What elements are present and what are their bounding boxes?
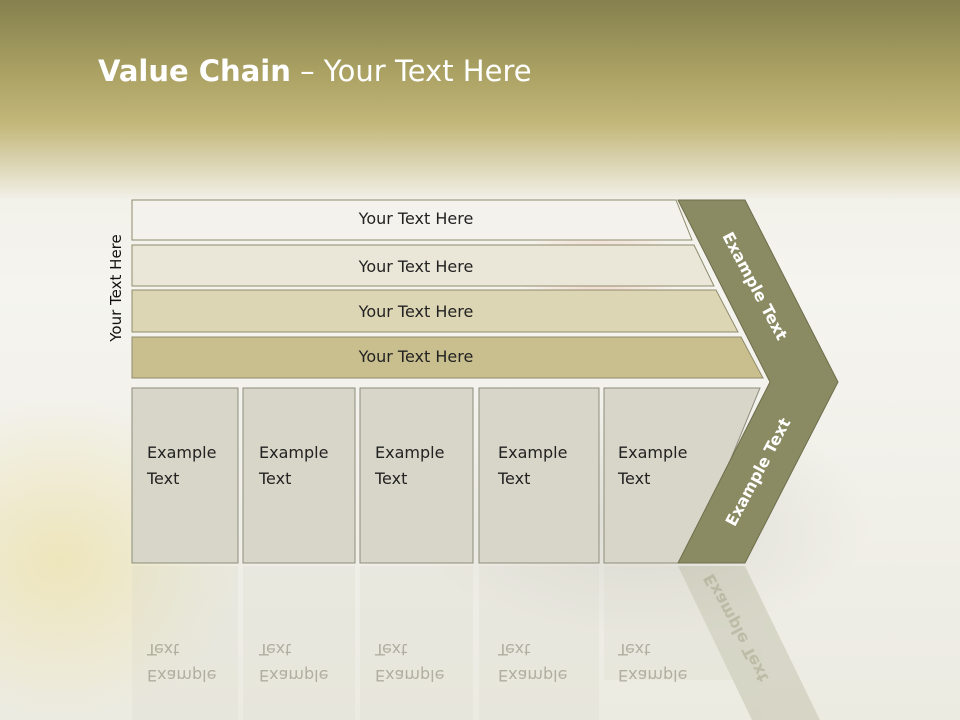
reflection-box-5: [604, 566, 736, 680]
primary-box-1[interactable]: [131, 387, 239, 564]
reflection-text-5: Example Text: [618, 636, 687, 688]
reflection-chevron: [678, 566, 820, 720]
title-bold: Value Chain: [98, 54, 291, 88]
support-row-1-label: Your Text Here: [358, 209, 474, 228]
box-1-line2: Text: [147, 469, 180, 488]
primary-box-2[interactable]: [242, 387, 356, 564]
margin-chevron[interactable]: [677, 199, 839, 564]
diagram-reflection: [132, 566, 820, 720]
title-rest: – Your Text Here: [290, 54, 532, 88]
page-title: Value Chain – Your Text Here: [98, 54, 532, 88]
reflection-4-line2: Text: [498, 640, 531, 659]
box-3-line2: Text: [375, 469, 408, 488]
primary-box-4[interactable]: [478, 387, 600, 564]
reflection-box-4: [479, 566, 599, 720]
reflection-text-4: Example Text: [498, 636, 567, 688]
reflection-5-line2: Text: [618, 640, 651, 659]
support-row-3[interactable]: [131, 289, 739, 333]
box-3-line1: Example: [375, 443, 445, 462]
reflection-box-3: [360, 566, 473, 720]
reflection-box-1: [132, 566, 238, 720]
box-2-line2: Text: [259, 469, 292, 488]
reflection-text-3: Example Text: [375, 636, 444, 688]
box-5-line1: Example: [618, 443, 688, 462]
reflection-4-line1: Example: [498, 666, 568, 685]
reflection-box-2: [243, 566, 355, 720]
support-row-1[interactable]: [131, 199, 693, 241]
reflection-3-line1: Example: [375, 666, 445, 685]
reflection-1-line1: Example: [147, 666, 217, 685]
reflection-text-1: Example Text: [147, 636, 216, 688]
support-row-4[interactable]: [131, 336, 764, 379]
reflection-1-line2: Text: [147, 640, 180, 659]
title-banner: [0, 0, 960, 200]
box-2-line1: Example: [259, 443, 329, 462]
support-row-2[interactable]: [131, 244, 715, 287]
support-row-2-label: Your Text Here: [358, 257, 474, 276]
reflection-2-line2: Text: [259, 640, 292, 659]
support-row-4-label: Your Text Here: [358, 347, 474, 366]
primary-box-3[interactable]: [359, 387, 474, 564]
box-5-line2: Text: [618, 469, 651, 488]
reflection-5-line1: Example: [618, 666, 688, 685]
support-row-3-label: Your Text Here: [358, 302, 474, 321]
box-1-line1: Example: [147, 443, 217, 462]
reflection-text-2: Example Text: [259, 636, 328, 688]
box-4-line1: Example: [498, 443, 568, 462]
reflection-3-line2: Text: [375, 640, 408, 659]
box-4-line2: Text: [498, 469, 531, 488]
reflection-2-line1: Example: [259, 666, 329, 685]
